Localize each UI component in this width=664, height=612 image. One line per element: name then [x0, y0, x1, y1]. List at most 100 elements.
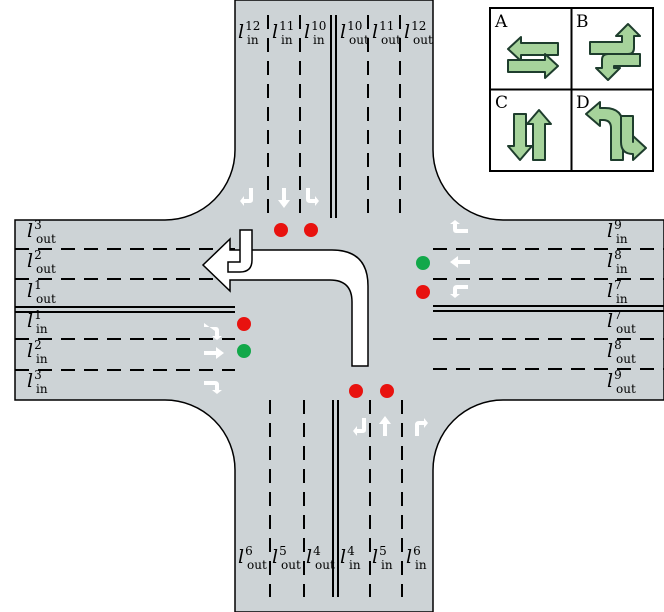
lane-label-superscript: 2	[34, 338, 42, 352]
lane-label-subscript: out	[616, 352, 636, 366]
lane-label-symbol: l	[607, 340, 613, 362]
east-signal-green-light	[416, 256, 430, 270]
lane-label-superscript: 3	[34, 368, 42, 382]
lane-label-subscript: out	[36, 292, 56, 306]
lane-label-symbol: l	[272, 546, 278, 568]
lane-label-symbol: l	[607, 370, 613, 392]
lane-label-subscript: out	[381, 33, 401, 47]
phase-c-letter: C	[495, 93, 508, 113]
lane-label-symbol: l	[306, 546, 312, 568]
lane-label-subscript: in	[313, 33, 325, 47]
west-left-turn-arrow	[204, 323, 222, 340]
lane-label-symbol: l	[404, 21, 410, 43]
lane-label-subscript: in	[36, 352, 48, 366]
lane-label-subscript: in	[36, 322, 48, 336]
lane-label-subscript: in	[415, 558, 427, 572]
lane-label-subscript: in	[349, 558, 361, 572]
lane-label-symbol: l	[372, 21, 378, 43]
east-left-turn-arrow	[450, 220, 468, 233]
north-signal-red-light	[274, 223, 288, 237]
road-surface	[14, 0, 664, 612]
phase-legend: A B C D	[489, 7, 654, 172]
east-right-turn-arrow	[450, 285, 468, 298]
lane-label-superscript: 8	[614, 248, 622, 262]
lane-label-superscript: 11	[279, 19, 294, 33]
phase-a-letter: A	[494, 12, 508, 32]
lane-label-symbol: l	[607, 310, 613, 332]
north-through-arrow	[278, 188, 290, 208]
lane-label-symbol: l	[27, 340, 33, 362]
north-right-turn-arrow	[306, 188, 319, 206]
lane-label-subscript: in	[616, 232, 628, 246]
lane-label-superscript: 10	[347, 19, 362, 33]
lane-label-superscript: 6	[413, 544, 421, 558]
lane-label-superscript: 8	[614, 338, 622, 352]
lane-label-subscript: out	[349, 33, 369, 47]
lane-label-symbol: l	[607, 220, 613, 242]
lane-label-superscript: 5	[379, 544, 387, 558]
lane-label-subscript: in	[616, 292, 628, 306]
south-left-turn-arrow	[353, 418, 366, 436]
traffic-signals	[237, 223, 430, 398]
lane-label-subscript: in	[381, 558, 393, 572]
west-through-arrow	[204, 347, 224, 359]
lane-label-subscript: out	[413, 33, 433, 47]
east-through-arrow	[450, 256, 470, 268]
south-right-turn-arrow	[415, 418, 428, 436]
lane-label-superscript: 4	[347, 544, 355, 558]
lane-dividers	[15, 15, 664, 597]
lane-label-subscript: out	[281, 558, 301, 572]
lane-label-symbol: l	[272, 21, 278, 43]
lane-label-subscript: in	[36, 382, 48, 396]
lane-label-symbol: l	[238, 546, 244, 568]
south-through-arrow	[379, 416, 391, 436]
lane-label-superscript: 4	[313, 544, 321, 558]
north-signal-red-light	[304, 223, 318, 237]
lane-label-superscript: 9	[614, 368, 622, 382]
lane-label-superscript: 10	[311, 19, 326, 33]
lane-label-symbol: l	[406, 546, 412, 568]
lane-label-superscript: 12	[245, 19, 260, 33]
lane-label-subscript: out	[315, 558, 335, 572]
center-lines	[15, 15, 664, 597]
lane-label-symbol: l	[372, 546, 378, 568]
lane-label-superscript: 12	[411, 19, 426, 33]
lane-label-superscript: 5	[279, 544, 287, 558]
north-left-turn-arrow	[240, 188, 253, 206]
lane-label-subscript: in	[281, 33, 293, 47]
lane-label-symbol: l	[607, 250, 613, 272]
lane-label-superscript: 2	[34, 248, 42, 262]
lane-label-superscript: 3	[34, 218, 42, 232]
phase-c-icon	[507, 109, 552, 161]
lane-label-subscript: out	[247, 558, 267, 572]
west-signal-green-light	[237, 344, 251, 358]
lane-label-symbol: l	[27, 220, 33, 242]
lane-label-subscript: out	[36, 262, 56, 276]
lane-label-superscript: 1	[34, 278, 42, 292]
lane-label-superscript: 9	[614, 218, 622, 232]
south-left-turn-path	[227, 229, 253, 273]
lane-label-symbol: l	[27, 370, 33, 392]
lane-label-symbol: l	[238, 21, 244, 43]
west-right-turn-arrow	[204, 381, 222, 394]
lane-label-symbol: l	[304, 21, 310, 43]
south-signal-red-light	[349, 384, 363, 398]
